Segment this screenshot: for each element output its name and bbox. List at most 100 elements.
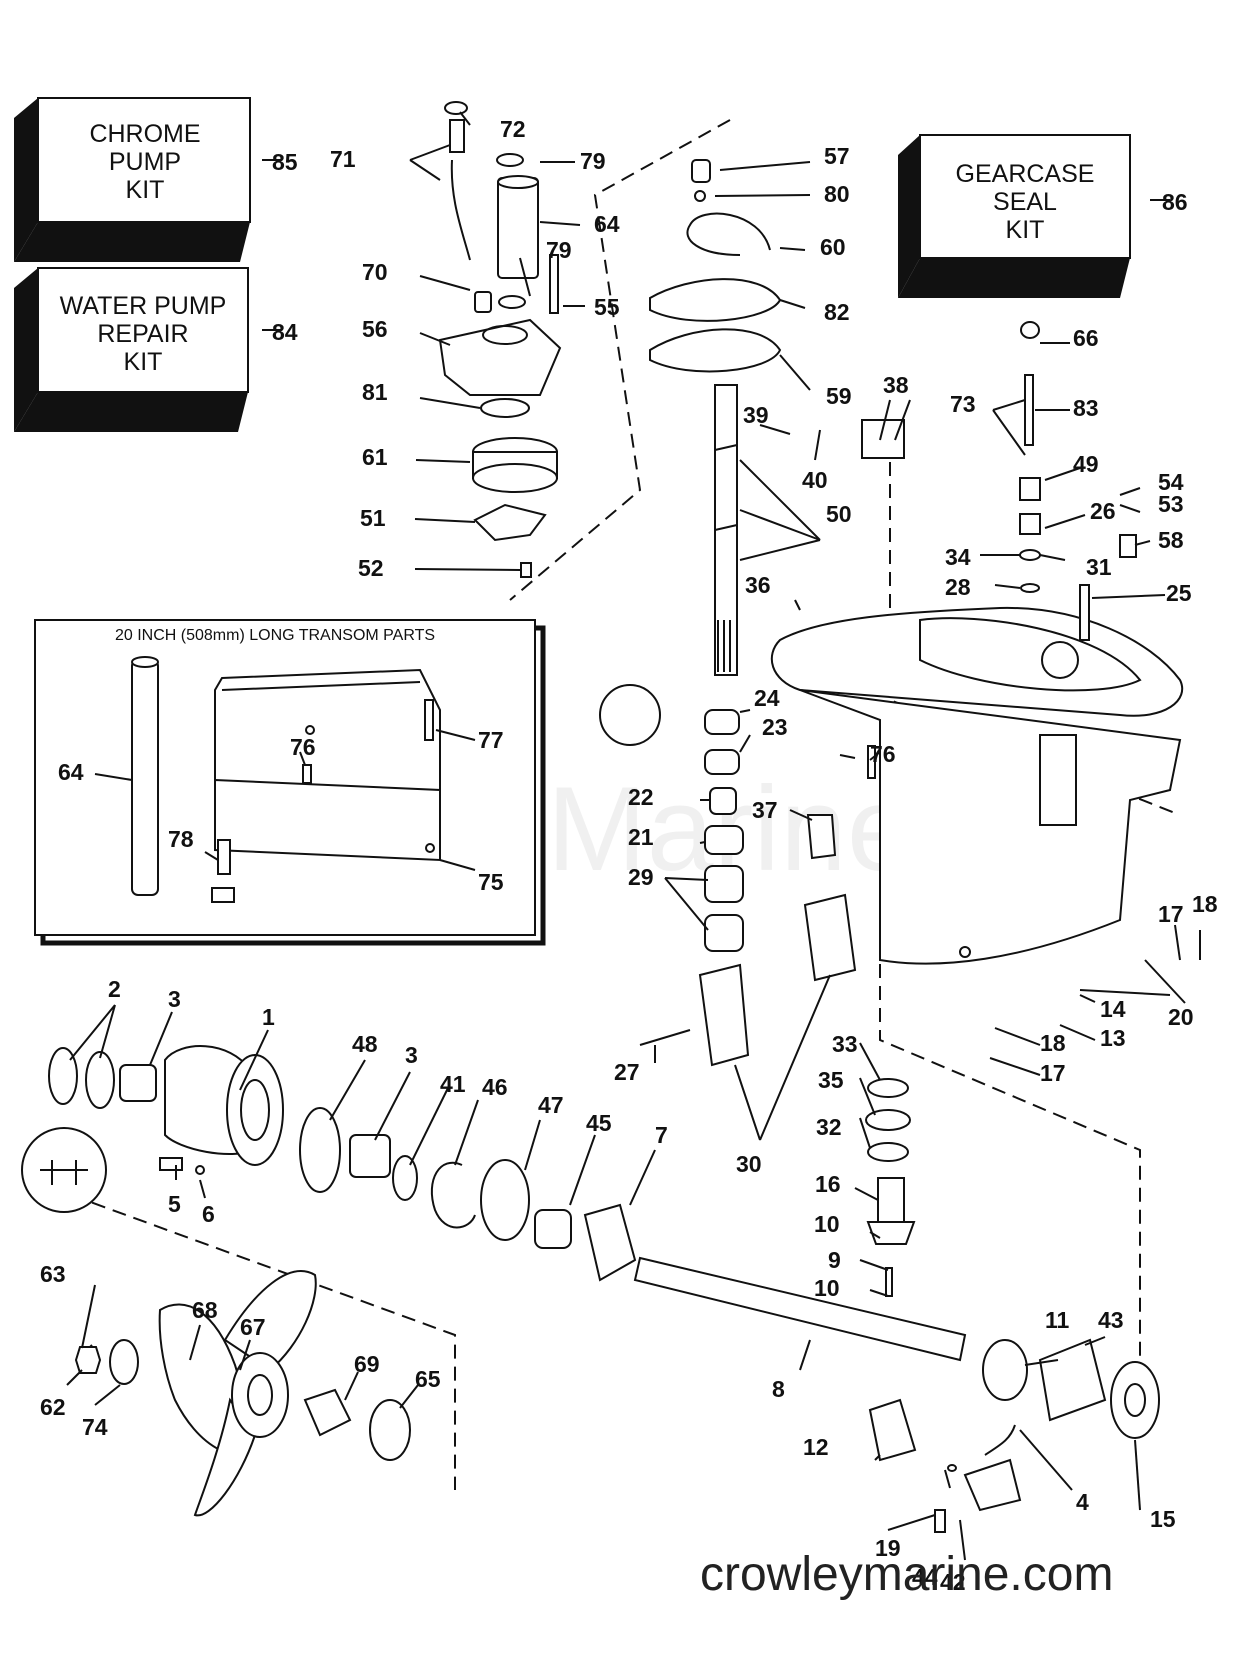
callout-65: 65 bbox=[415, 1366, 441, 1392]
callout-62: 62 bbox=[40, 1394, 66, 1420]
callout-4: 4 bbox=[1076, 1489, 1089, 1515]
driveshaft-parts bbox=[649, 159, 782, 676]
callout-30: 30 bbox=[736, 1151, 762, 1177]
callout-17b: 17 bbox=[1040, 1060, 1066, 1086]
callout-83: 83 bbox=[1073, 395, 1099, 421]
water-pump-kit-line-1: WATER PUMP bbox=[60, 292, 227, 320]
callout-70: 70 bbox=[362, 259, 388, 285]
callout-42: 42 bbox=[940, 1569, 966, 1595]
callout-63: 63 bbox=[40, 1261, 66, 1287]
callout-15: 15 bbox=[1150, 1506, 1176, 1532]
callout-26: 26 bbox=[1090, 498, 1116, 524]
callout-54: 54 bbox=[1158, 469, 1184, 495]
callout-82: 82 bbox=[824, 299, 850, 325]
propshaft-parts bbox=[21, 1045, 967, 1362]
callout-10: 10 bbox=[814, 1211, 840, 1237]
callout-31: 31 bbox=[1086, 554, 1112, 580]
water-pump-parts bbox=[438, 101, 562, 578]
callout-35: 35 bbox=[818, 1067, 844, 1093]
callout-79b: 79 bbox=[546, 237, 572, 263]
callout-68: 68 bbox=[192, 1297, 218, 1323]
callout-6: 6 bbox=[202, 1201, 215, 1227]
callout-81: 81 bbox=[362, 379, 388, 405]
callout-40: 40 bbox=[802, 467, 828, 493]
callout-66: 66 bbox=[1073, 325, 1099, 351]
callout-9: 9 bbox=[828, 1247, 841, 1273]
chrome-pump-kit-line-2: PUMP bbox=[109, 148, 181, 176]
callout-38: 38 bbox=[883, 372, 909, 398]
callout-47: 47 bbox=[538, 1092, 564, 1118]
gearcase-seal-kit-box: GEARCASE SEAL KIT bbox=[898, 134, 1131, 298]
callout-72: 72 bbox=[500, 116, 526, 142]
chrome-pump-kit-line-3: KIT bbox=[126, 176, 165, 204]
callout-60: 60 bbox=[820, 234, 846, 260]
callout-39: 39 bbox=[743, 402, 769, 428]
callout-67: 67 bbox=[240, 1314, 266, 1340]
leader-lines bbox=[66, 111, 1201, 1561]
gearcase-housing bbox=[770, 321, 1183, 965]
callout-3b: 3 bbox=[405, 1042, 418, 1068]
gearcase-kit-line-3: KIT bbox=[1006, 216, 1045, 244]
callout-48: 48 bbox=[352, 1031, 378, 1057]
callout-37: 37 bbox=[752, 797, 778, 823]
callout-5: 5 bbox=[168, 1191, 181, 1217]
callout-7: 7 bbox=[655, 1122, 668, 1148]
callout-20: 20 bbox=[1168, 1004, 1194, 1030]
callout-34: 34 bbox=[945, 544, 971, 570]
callout-64: 64 bbox=[594, 211, 620, 237]
callout-80: 80 bbox=[824, 181, 850, 207]
callout-29: 29 bbox=[628, 864, 654, 890]
callout-53: 53 bbox=[1158, 491, 1184, 517]
callout-27: 27 bbox=[614, 1059, 640, 1085]
callout-19: 19 bbox=[875, 1535, 901, 1561]
callout-8: 8 bbox=[772, 1376, 785, 1402]
callout-12: 12 bbox=[803, 1434, 829, 1460]
callout-46: 46 bbox=[482, 1074, 508, 1100]
callout-74: 74 bbox=[82, 1414, 108, 1440]
callout-17: 17 bbox=[1158, 901, 1184, 927]
callout-45: 45 bbox=[586, 1110, 612, 1136]
water-pump-kit-line-3: KIT bbox=[124, 348, 163, 376]
callout-56: 56 bbox=[362, 316, 388, 342]
water-pump-kit-line-2: REPAIR bbox=[97, 320, 188, 348]
water-pump-dash-outline bbox=[509, 119, 731, 601]
chrome-pump-kit-line-1: CHROME bbox=[89, 120, 200, 148]
callout-73: 73 bbox=[950, 391, 976, 417]
callout-41: 41 bbox=[440, 1071, 466, 1097]
callout-86: 86 bbox=[1162, 189, 1188, 215]
chrome-pump-kit-box: CHROME PUMP KIT bbox=[14, 97, 251, 262]
callout-21: 21 bbox=[628, 824, 654, 850]
callout-14: 14 bbox=[1100, 996, 1126, 1022]
callout-16: 16 bbox=[815, 1171, 841, 1197]
callout-51: 51 bbox=[360, 505, 386, 531]
inset-title: 20 INCH (508mm) LONG TRANSOM PARTS bbox=[115, 627, 435, 644]
callout-22: 22 bbox=[628, 784, 654, 810]
callout-71: 71 bbox=[330, 146, 356, 172]
callout-44: 44 bbox=[912, 1564, 938, 1590]
callout-85: 85 bbox=[272, 149, 298, 175]
callout-61: 61 bbox=[362, 444, 388, 470]
callout-numbers: 1 2 3 3 4 5 6 7 8 9 10 10 11 12 13 14 15… bbox=[40, 116, 1218, 1595]
callout-3: 3 bbox=[168, 986, 181, 1012]
callout-32: 32 bbox=[816, 1114, 842, 1140]
callout-18: 18 bbox=[1192, 891, 1218, 917]
callout-52: 52 bbox=[358, 555, 384, 581]
gearcase-kit-line-1: GEARCASE bbox=[956, 160, 1095, 188]
callout-75: 75 bbox=[478, 869, 504, 895]
callout-59: 59 bbox=[826, 383, 852, 409]
callout-13: 13 bbox=[1100, 1025, 1126, 1051]
callout-1: 1 bbox=[262, 1004, 275, 1030]
callout-28: 28 bbox=[945, 574, 971, 600]
callout-76: 76 bbox=[870, 741, 896, 767]
gearcase-kit-line-2: SEAL bbox=[993, 188, 1057, 216]
callout-43: 43 bbox=[1098, 1307, 1124, 1333]
callout-2: 2 bbox=[108, 976, 121, 1002]
bearing-stack bbox=[599, 684, 876, 1067]
callout-18b: 18 bbox=[1040, 1030, 1066, 1056]
gear-clutch-parts bbox=[868, 1338, 1160, 1533]
callout-77: 77 bbox=[478, 727, 504, 753]
callout-36: 36 bbox=[745, 572, 771, 598]
callout-10b: 10 bbox=[814, 1275, 840, 1301]
callout-76b: 76 bbox=[290, 734, 316, 760]
